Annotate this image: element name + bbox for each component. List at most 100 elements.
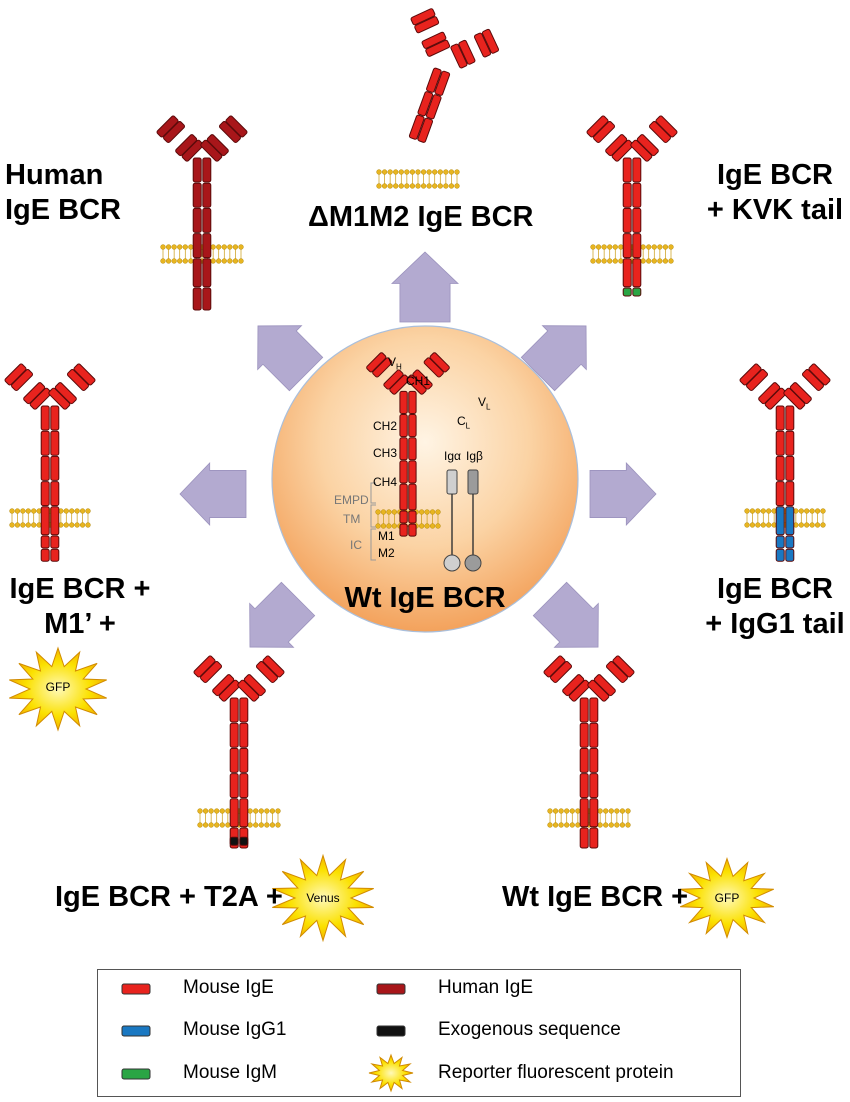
domain-bracket	[370, 528, 376, 561]
ig-signaling-chain	[446, 469, 458, 495]
label-t2a: IgE BCR + T2A +	[55, 881, 283, 913]
label-m1: M1	[378, 529, 395, 543]
heavy-chain-constant-domain	[775, 455, 785, 481]
heavy-chain-constant-domain	[632, 157, 642, 183]
light-chain-domain	[655, 115, 678, 138]
domain-bracket	[370, 504, 376, 528]
reporter-bursts	[9, 646, 775, 1093]
transmembrane-domain	[408, 483, 417, 511]
transmembrane-domain	[229, 798, 239, 828]
heavy-chain-arm-domain	[414, 16, 440, 34]
itam-knob	[464, 554, 482, 572]
legend-label-mouse-igm: Mouse IgM	[183, 1062, 277, 1083]
igg1-tail-segment	[775, 548, 785, 562]
heavy-chain-constant-domain	[632, 182, 642, 208]
heavy-chain-constant-domain	[239, 747, 249, 773]
heavy-chain-constant-domain	[229, 773, 239, 799]
label-vh: VH	[388, 355, 402, 372]
bcr-kvk-tail	[586, 115, 678, 297]
heavy-chain-constant-domain	[417, 117, 434, 143]
transition-arrow	[391, 251, 459, 323]
light-chain-domain	[636, 134, 659, 157]
legend-label-mouse-igg1: Mouse IgG1	[183, 1019, 287, 1040]
light-chain-domain	[73, 363, 96, 386]
transmembrane-domain	[632, 258, 642, 288]
light-chain-domain	[612, 655, 635, 678]
legend-swatches	[121, 983, 406, 1080]
heavy-chain-constant-domain	[775, 481, 785, 507]
label-ch1: CH1	[406, 374, 431, 388]
heavy-chain-constant-domain	[239, 722, 249, 748]
center-cell	[271, 325, 579, 633]
igg1-tail-segment	[785, 548, 795, 562]
heavy-chain-constant-domain	[399, 390, 408, 414]
transmembrane-domain	[785, 506, 795, 536]
bcr-human-ige	[156, 115, 248, 311]
heavy-chain-constant-domain	[622, 207, 632, 233]
light-chain-domain	[808, 363, 831, 386]
m1-domain	[408, 510, 417, 524]
heavy-chain-arm-domain	[450, 43, 468, 69]
exogenous-segment	[229, 836, 239, 846]
m1-domain	[50, 535, 60, 549]
light-chain-domain	[175, 134, 198, 157]
label-ch2: CH2	[373, 419, 398, 433]
label-cl: CL	[457, 414, 471, 431]
arrows-layer	[179, 251, 657, 648]
itam-knob	[443, 554, 461, 572]
heavy-chain-constant-domain	[408, 414, 417, 438]
igg1-tail-segment	[785, 535, 795, 549]
transmembrane-domain	[579, 798, 589, 828]
membrane-layer	[9, 169, 826, 828]
m2-domain	[408, 523, 417, 537]
transmembrane-domain	[192, 258, 202, 288]
label-ch3: CH3	[373, 446, 398, 460]
exogenous-segment	[239, 836, 249, 846]
heavy-chain-constant-domain	[50, 405, 60, 431]
heavy-chain-constant-domain	[426, 67, 442, 93]
light-chain-domain	[481, 28, 500, 54]
heavy-chain-constant-domain	[434, 70, 451, 96]
heavy-chain-constant-domain	[408, 114, 425, 140]
intracellular-tail	[579, 827, 589, 849]
transmembrane-domain	[775, 506, 785, 536]
legend-label-reporter: Reporter fluorescent protein	[438, 1062, 674, 1083]
intracellular-tail	[589, 827, 599, 849]
transmembrane-domain	[399, 483, 408, 511]
heavy-chain-constant-domain	[589, 747, 599, 773]
heavy-chain-constant-domain	[589, 697, 599, 723]
burst-icon-venus	[272, 853, 374, 943]
center-annotations	[370, 469, 482, 572]
exogenous-swatch	[376, 1025, 406, 1037]
kvk-tail-segment	[632, 287, 642, 297]
heavy-chain-constant-domain	[408, 460, 417, 484]
heavy-chain-constant-domain	[408, 437, 417, 461]
m2-domain	[40, 548, 50, 562]
light-chain-domain	[593, 674, 616, 697]
heavy-chain-constant-domain	[785, 455, 795, 481]
light-chain-domain	[543, 655, 566, 678]
heavy-chain-constant-domain	[579, 722, 589, 748]
mouse-igm-swatch	[121, 1068, 151, 1080]
kvk-tail-segment	[622, 287, 632, 297]
m1-domain	[40, 535, 50, 549]
heavy-chain-constant-domain	[785, 405, 795, 431]
legend	[97, 969, 741, 1097]
transition-arrow	[532, 581, 599, 648]
venus-label: Venus	[306, 891, 340, 905]
light-chain-domain	[366, 352, 387, 373]
heavy-chain-constant-domain	[622, 157, 632, 183]
light-chain-domain	[429, 352, 450, 373]
m2-domain	[399, 523, 408, 537]
transmembrane-domain	[589, 798, 599, 828]
light-chain-domain	[54, 382, 77, 405]
heavy-chain-constant-domain	[239, 697, 249, 723]
intracellular-tail	[202, 287, 212, 311]
legend-label-exogenous: Exogenous sequence	[438, 1019, 621, 1040]
light-chain-domain	[421, 31, 447, 49]
heavy-chain-constant-domain	[579, 697, 589, 723]
transition-arrow	[257, 325, 324, 392]
label-empd: EMPD	[334, 493, 369, 507]
light-chain-domain	[383, 369, 404, 390]
light-chain-domain	[206, 134, 229, 157]
